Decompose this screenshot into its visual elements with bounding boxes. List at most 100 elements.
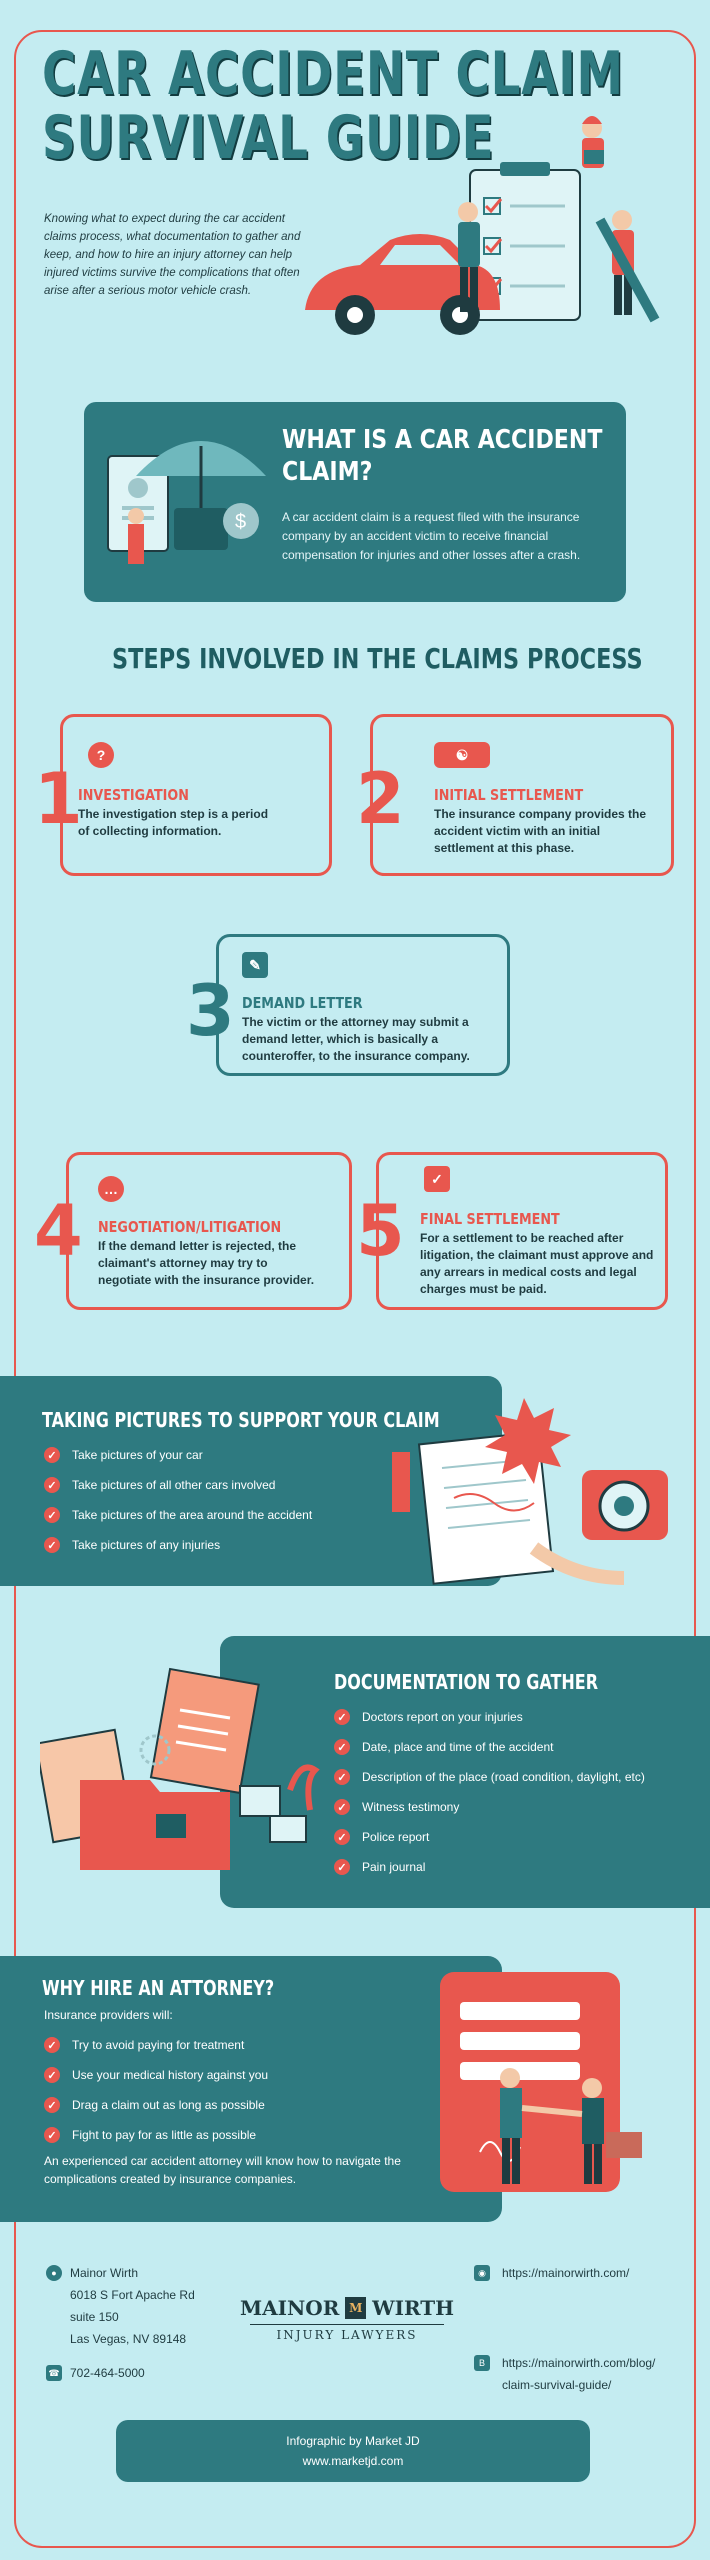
- address-block: ●Mainor Wirth 6018 S Fort Apache Rd suit…: [46, 2262, 195, 2350]
- page-title: CAR ACCIDENT CLAIM SURVIVAL GUIDE: [42, 42, 624, 170]
- step-title-3: DEMAND LETTER: [242, 994, 363, 1012]
- logo-right-text: WIRTH: [372, 2296, 454, 2320]
- list-item: ✓ Date, place and time of the accident: [334, 1732, 694, 1762]
- credit-line-1: Infographic by Market JD: [286, 2434, 420, 2448]
- list-item: ✓Take pictures of your car: [44, 1440, 464, 1470]
- list-item-text: Take pictures of all other cars involved: [72, 1478, 276, 1492]
- handshake-contract-illustration: [440, 1972, 642, 2192]
- attorney-list: ✓ Try to avoid paying for treatment ✓ Use …: [44, 2030, 444, 2150]
- list-item-text: Take pictures of any injuries: [72, 1538, 221, 1552]
- check-icon: ✓: [44, 2097, 60, 2113]
- check-icon: ✓: [334, 1799, 350, 1815]
- camera-notes-illustration: [392, 1398, 668, 1585]
- what-is-claim-text: A car accident claim is a request filed …: [282, 510, 581, 562]
- step-text-3: The victim or the attorney may submit a …: [242, 1015, 470, 1063]
- page-border: [14, 30, 696, 2548]
- blog-link-line-2[interactable]: claim-survival-guide/: [502, 2378, 612, 2392]
- list-item-text: Police report: [362, 1830, 430, 1844]
- list-item-text: Description of the place (road condition…: [362, 1770, 645, 1784]
- list-item: ✓ Drag a claim out as long as possible: [44, 2090, 444, 2120]
- step-number-4: 4: [34, 1190, 83, 1272]
- title-line-2: SURVIVAL GUIDE: [42, 103, 495, 173]
- check-icon: ✓: [334, 1829, 350, 1845]
- check-icon: ✓: [334, 1769, 350, 1785]
- check-icon: ✓: [44, 1477, 60, 1493]
- step-text-1: The investigation step is a period of co…: [78, 807, 269, 838]
- what-heading-line-2: CLAIM?: [282, 457, 373, 487]
- address-line-1: 6018 S Fort Apache Rd: [70, 2288, 195, 2302]
- list-item-text: Fight to pay for as little as possible: [72, 2128, 257, 2142]
- svg-text:$: $: [235, 511, 246, 533]
- step-number-3: 3: [186, 970, 235, 1052]
- list-item-text: Use your medical history against you: [72, 2068, 269, 2082]
- location-pin-icon: ●: [46, 2265, 62, 2281]
- logo-subtitle: INJURY LAWYERS: [250, 2324, 444, 2342]
- list-item: ✓ Use your medical history against you: [44, 2060, 444, 2090]
- check-icon: ✓: [44, 2037, 60, 2053]
- check-icon: ✓: [334, 1709, 350, 1725]
- check-icon: ✓: [334, 1859, 350, 1875]
- check-icon: ✓: [44, 1447, 60, 1463]
- list-item: ✓Take pictures of the area around the ac…: [44, 1500, 464, 1530]
- list-item-text: Date, place and time of the accident: [362, 1740, 554, 1754]
- chat-bubble-icon: …: [98, 1176, 124, 1202]
- blog-link-line-1[interactable]: https://mainorwirth.com/blog/: [502, 2356, 656, 2370]
- credit-line-2[interactable]: www.marketjd.com: [302, 2454, 404, 2468]
- check-icon: ✓: [44, 2067, 60, 2083]
- list-item: ✓Pain journal: [334, 1852, 694, 1882]
- folder-documents-illustration: [40, 1667, 320, 1870]
- attorney-closing: An experienced car accident attorney wil…: [44, 2154, 401, 2186]
- list-item: ✓ Description of the place (road conditio…: [334, 1762, 694, 1792]
- address-line-2: suite 150: [70, 2310, 119, 2324]
- list-item: ✓ Witness testimony: [334, 1792, 694, 1822]
- website-row[interactable]: ◉ https://mainorwirth.com/: [474, 2262, 629, 2284]
- phone-row[interactable]: ☎ 702-464-5000: [46, 2362, 145, 2384]
- step-title-5: FINAL SETTLEMENT: [420, 1210, 560, 1228]
- address-line-3: Las Vegas, NV 89148: [70, 2332, 187, 2346]
- list-item-text: Drag a claim out as long as possible: [72, 2098, 265, 2112]
- step-text-4: If the demand letter is rejected, the cl…: [98, 1239, 315, 1287]
- document-pen-icon: ✎: [242, 952, 268, 978]
- logo-mark: M: [345, 2297, 367, 2319]
- step-card-2: [370, 714, 674, 876]
- what-heading-line-1: WHAT IS A CAR ACCIDENT: [282, 425, 603, 455]
- step-title-2: INITIAL SETTLEMENT: [434, 786, 584, 804]
- phone-icon: ☎: [46, 2365, 62, 2381]
- logo-left-text: MAINOR: [240, 2296, 340, 2320]
- what-is-claim-panel: [84, 402, 626, 602]
- documentation-list: ✓ Doctors report on your injuries ✓ Date, …: [334, 1702, 694, 1882]
- blog-icon: B: [474, 2355, 490, 2371]
- list-item: ✓ Try to avoid paying for treatment: [44, 2030, 444, 2060]
- list-item: ✓ Take pictures of any injuries: [44, 1530, 464, 1560]
- step-card-1: [60, 714, 332, 876]
- company-logo: MAINOR M WIRTH INJURY LAWYERS: [240, 2296, 454, 2342]
- list-item-text: Try to avoid paying for treatment: [72, 2038, 245, 2052]
- intro-text: Knowing what to expect during the car ac…: [44, 213, 301, 297]
- list-item: ✓ Police report: [334, 1822, 694, 1852]
- car-clipboard-illustration: [305, 116, 660, 335]
- check-icon: ✓: [334, 1739, 350, 1755]
- list-item: ✓ Doctors report on your injuries: [334, 1702, 694, 1732]
- step-number-5: 5: [356, 1190, 405, 1272]
- step-text-2: The insurance company provides the accid…: [434, 807, 647, 855]
- logo-wordmark: MAINOR M WIRTH: [240, 2296, 454, 2320]
- phone-number[interactable]: 702-464-5000: [70, 2366, 145, 2380]
- list-item-text: Witness testimony: [362, 1800, 460, 1814]
- step-number-2: 2: [356, 758, 405, 840]
- attorney-heading: WHY HIRE AN ATTORNEY?: [42, 1976, 275, 2000]
- website-link[interactable]: https://mainorwirth.com/: [502, 2266, 630, 2280]
- list-item-text: Doctors report on your injuries: [362, 1710, 523, 1724]
- list-item-text: Take pictures of the area around the acc…: [72, 1508, 313, 1522]
- attorney-panel: [0, 1956, 502, 2222]
- list-item: ✓ Fight to pay for as little as possible: [44, 2120, 444, 2150]
- credits-banner: Infographic by Market JD www.marketjd.co…: [116, 2420, 590, 2482]
- step-title-4: NEGOTIATION/LITIGATION: [98, 1218, 282, 1236]
- attorney-subheading: Insurance providers will:: [44, 2008, 173, 2022]
- check-icon: ✓: [44, 1537, 60, 1553]
- pictures-panel: [0, 1376, 502, 1586]
- globe-icon: ◉: [474, 2265, 490, 2281]
- steps-heading: STEPS INVOLVED IN THE CLAIMS PROCESS: [112, 642, 643, 675]
- check-icon: ✓: [44, 2127, 60, 2143]
